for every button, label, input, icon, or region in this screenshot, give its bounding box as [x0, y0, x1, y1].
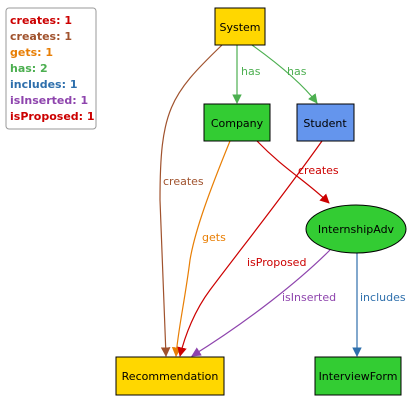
legend-item: has: 2 [10, 62, 48, 75]
edge-label-system-recommendation: creates [163, 175, 204, 188]
node-label: System [219, 21, 260, 34]
node-student[interactable]: Student [296, 103, 355, 142]
node-internshipadv[interactable]: InternshipAdv [305, 204, 407, 254]
node-label: InternshipAdv [318, 223, 395, 236]
node-label: InterviewForm [319, 370, 398, 383]
edge-label-internshipadv-interviewform: includes [360, 291, 406, 304]
node-system[interactable]: System [214, 7, 266, 46]
nodes: System Company Student InternshipAdv Rec… [115, 7, 407, 396]
node-interviewform[interactable]: InterviewForm [314, 356, 402, 396]
legend-item: creates: 1 [10, 30, 72, 43]
node-recommendation[interactable]: Recommendation [115, 356, 225, 396]
edge-label-company-internshipadv: creates [298, 164, 339, 177]
legend-item: includes: 1 [10, 78, 78, 91]
legend-box [5, 7, 97, 130]
edge-system-recommendation [159, 44, 223, 357]
edge-label-internshipadv-recommendation: isInserted [282, 291, 336, 304]
node-company[interactable]: Company [203, 103, 271, 142]
node-label: Company [211, 117, 264, 130]
legend: creates: 1 creates: 1 gets: 1 has: 2 inc… [5, 7, 97, 130]
legend-item: creates: 1 [10, 14, 72, 27]
edge-label-system-company: has [241, 65, 261, 78]
legend-item: isInserted: 1 [10, 94, 88, 107]
edge-company-recommendation [171, 140, 231, 357]
node-label: Recommendation [122, 370, 219, 383]
edge-label-student-recommendation: isProposed [247, 256, 306, 269]
legend-item: isProposed: 1 [10, 110, 95, 123]
legend-item: gets: 1 [10, 46, 53, 59]
node-label: Student [303, 117, 347, 130]
edge-internshipadv-recommendation [191, 249, 331, 357]
edge-system-student [251, 44, 318, 104]
edge-student-recommendation [177, 140, 323, 357]
edges: has has creates gets creates isProposed … [159, 44, 406, 357]
edge-label-company-recommendation: gets [202, 231, 226, 244]
edge-label-system-student: has [287, 65, 307, 78]
edge-company-internshipadv [256, 140, 330, 204]
